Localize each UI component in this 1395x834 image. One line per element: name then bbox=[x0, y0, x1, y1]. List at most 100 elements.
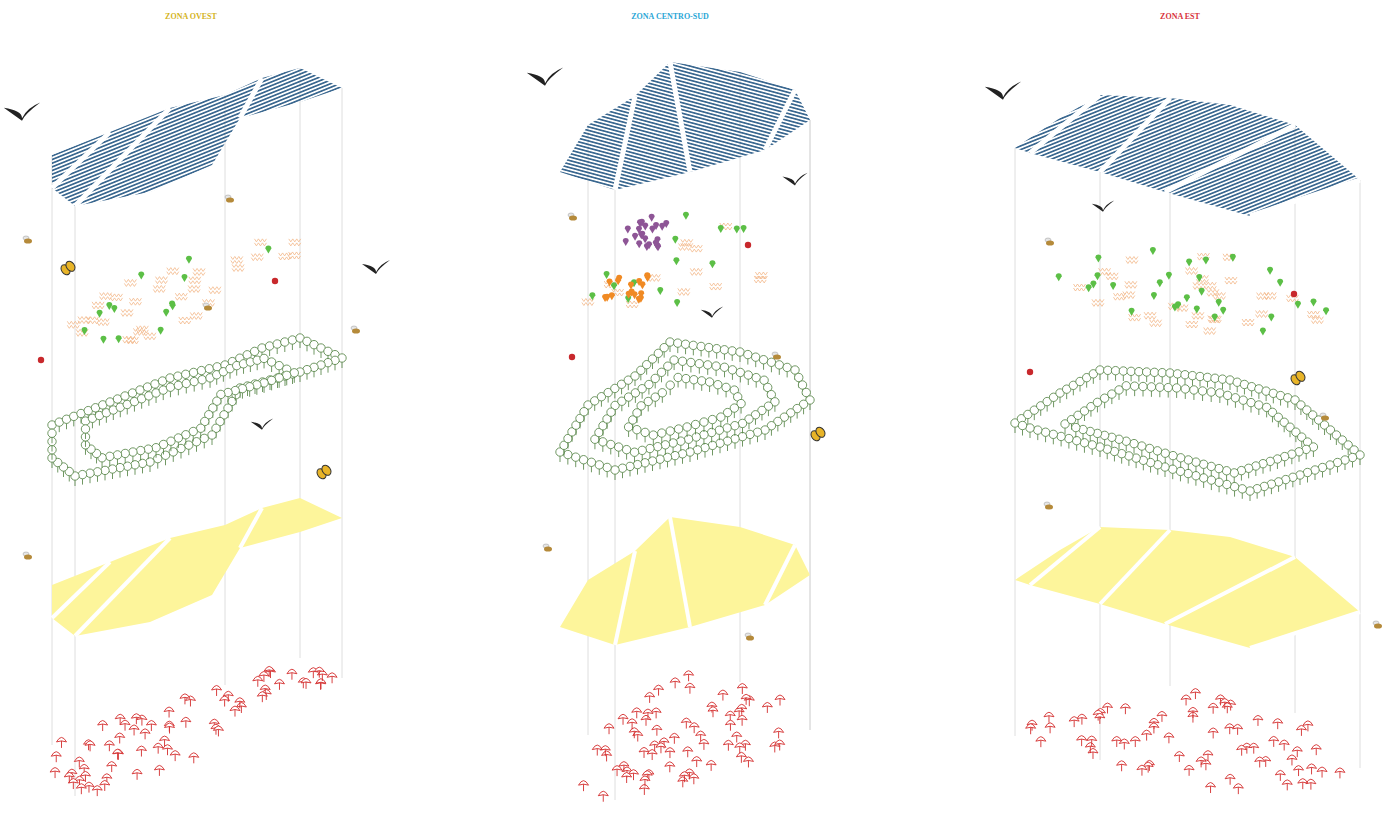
tree-symbol bbox=[705, 343, 713, 357]
tree-symbol bbox=[752, 353, 760, 367]
tree-symbol bbox=[1104, 366, 1112, 380]
tree-symbol bbox=[666, 381, 674, 395]
red-tree-symbol bbox=[316, 679, 326, 690]
gap-line bbox=[765, 545, 795, 605]
tree-symbol bbox=[1018, 421, 1026, 435]
red-tree-symbol bbox=[76, 784, 86, 795]
ladybug-icon bbox=[569, 354, 575, 360]
red-tree-symbol bbox=[1181, 695, 1191, 706]
tree-symbol bbox=[1130, 439, 1138, 453]
red-tree-symbol bbox=[665, 748, 675, 759]
tree-symbol bbox=[637, 366, 645, 380]
tree-symbol bbox=[572, 453, 580, 467]
tree-symbol bbox=[1139, 382, 1147, 396]
shrub-symbol bbox=[1257, 293, 1269, 300]
green-plant bbox=[611, 282, 617, 290]
tree-symbol bbox=[624, 423, 632, 437]
zone-stack bbox=[48, 68, 346, 796]
tree-symbol bbox=[556, 448, 564, 462]
red-tree-symbol bbox=[689, 774, 699, 785]
bee-icon bbox=[1320, 413, 1329, 421]
red-tree-symbol bbox=[1275, 770, 1285, 781]
red-tree-symbol bbox=[735, 743, 745, 754]
bee-icon bbox=[203, 303, 212, 311]
green-plant bbox=[1310, 299, 1316, 307]
tree-symbol bbox=[633, 409, 641, 423]
red-tree-symbol bbox=[1036, 737, 1046, 748]
green-plant bbox=[604, 271, 610, 279]
tree-symbol bbox=[1223, 480, 1231, 494]
tree-symbol bbox=[645, 380, 653, 394]
red-tree-symbol bbox=[1044, 712, 1054, 723]
butterfly-icon bbox=[59, 259, 77, 276]
green-plant bbox=[81, 327, 87, 335]
shrub-symbol bbox=[179, 317, 191, 324]
tree-symbol bbox=[1176, 467, 1184, 481]
red-tree-symbol bbox=[633, 731, 643, 742]
tree-symbol bbox=[1222, 467, 1230, 481]
shrub-symbol bbox=[1192, 312, 1204, 319]
purple-plant bbox=[642, 223, 648, 231]
tree-layer bbox=[1011, 366, 1364, 501]
red-tree-symbol bbox=[1188, 707, 1198, 718]
tree-symbol bbox=[154, 454, 162, 468]
tree-symbol bbox=[1181, 385, 1189, 399]
tree-symbol bbox=[752, 373, 760, 387]
tree-layer bbox=[556, 338, 814, 480]
field-layer bbox=[52, 498, 342, 636]
red-tree-symbol bbox=[1225, 774, 1235, 785]
red-tree-symbol bbox=[98, 721, 108, 732]
red-tree-symbol bbox=[725, 720, 735, 731]
green-plant bbox=[1268, 313, 1274, 321]
tree-symbol bbox=[1246, 487, 1254, 501]
tree-symbol bbox=[1130, 382, 1138, 396]
tree-symbol bbox=[691, 420, 699, 434]
tree-symbol bbox=[626, 462, 634, 476]
red-tree-symbol bbox=[64, 772, 74, 783]
purple-plant bbox=[636, 226, 642, 234]
shrub-symbol bbox=[1125, 281, 1137, 288]
orange-plant bbox=[609, 292, 615, 300]
tree-symbol bbox=[1192, 472, 1200, 486]
guide-line bbox=[810, 120, 811, 730]
tree-symbol bbox=[275, 374, 283, 388]
red-tree-symbol bbox=[1317, 767, 1327, 778]
tree-symbol bbox=[113, 451, 121, 465]
red-tree-symbol bbox=[678, 777, 688, 788]
zone-title: ZONA CENTRO-SUD bbox=[631, 12, 709, 21]
tree-symbol bbox=[81, 433, 89, 447]
tree-symbol bbox=[1196, 372, 1204, 386]
tree-symbol bbox=[1255, 401, 1263, 415]
red-tree-symbol bbox=[579, 781, 589, 792]
tree-symbol bbox=[1080, 439, 1088, 453]
tree-symbol bbox=[260, 354, 268, 368]
guide-line bbox=[300, 68, 301, 658]
tree-symbol bbox=[666, 427, 674, 441]
gap-line bbox=[1030, 527, 1100, 585]
green-plant bbox=[741, 225, 747, 233]
tree-symbol bbox=[648, 457, 656, 471]
green-plant bbox=[1172, 304, 1178, 312]
red-tree-symbol bbox=[120, 720, 130, 731]
shrub-symbol bbox=[193, 268, 205, 275]
red-tree-symbol bbox=[68, 779, 78, 790]
tree-symbol bbox=[629, 416, 637, 430]
red-tree-symbol bbox=[1088, 748, 1098, 759]
tree-symbol bbox=[1115, 386, 1123, 400]
red-tree-symbol bbox=[732, 732, 742, 742]
plant-layer bbox=[67, 239, 300, 344]
bird-icon bbox=[362, 260, 390, 274]
tree-symbol bbox=[661, 441, 669, 455]
red-tree-symbol bbox=[1233, 784, 1243, 795]
tree-symbol bbox=[101, 466, 109, 480]
hatched-area bbox=[52, 68, 342, 206]
tree-symbol bbox=[580, 408, 588, 422]
tree-symbol bbox=[744, 371, 752, 385]
tree-symbol bbox=[116, 463, 124, 477]
bee-icon bbox=[23, 552, 32, 560]
red-tree-symbol bbox=[1026, 724, 1036, 735]
guide-line bbox=[52, 155, 53, 745]
red-tree-symbol bbox=[1273, 719, 1283, 730]
red-tree-symbol bbox=[165, 723, 175, 734]
red-tree-symbol bbox=[1306, 779, 1316, 790]
